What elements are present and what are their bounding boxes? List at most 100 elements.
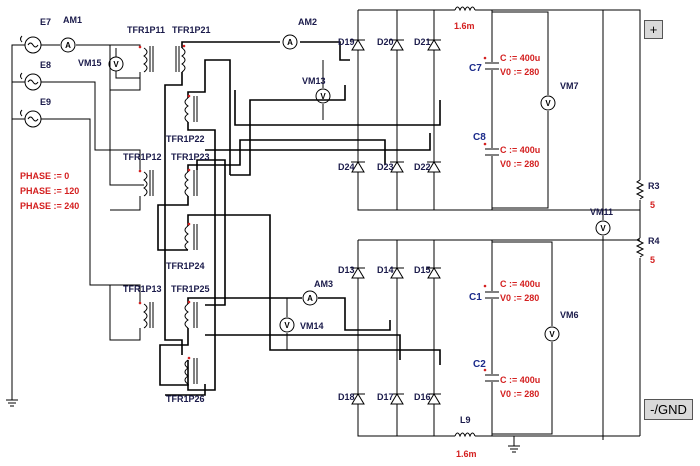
label-r4: R4 — [648, 236, 660, 246]
label-tfr1p24: TFR1P24 — [166, 261, 205, 271]
diode-d24[interactable] — [351, 161, 365, 173]
label-l9: L9 — [460, 415, 471, 425]
capacitor-c2[interactable] — [484, 374, 500, 382]
label-c7-voltage: V0 := 280 — [500, 67, 539, 77]
diode-d17[interactable] — [390, 393, 404, 405]
label-vm14: VM14 — [300, 321, 324, 331]
label-e8: E8 — [40, 60, 51, 70]
label-d17: D17 — [377, 392, 394, 402]
label-tfr1p23: TFR1P23 — [171, 152, 210, 162]
positive-terminal[interactable]: + — [644, 20, 663, 39]
transformer-tfr1p13[interactable] — [143, 302, 154, 329]
diode-d15[interactable] — [427, 267, 441, 279]
label-c1: C1 — [469, 292, 482, 303]
capacitor-c1[interactable] — [484, 291, 500, 299]
label-c2-capacitance: C := 400u — [500, 375, 540, 385]
resistor-r4[interactable] — [635, 237, 645, 258]
label-tfr1p21: TFR1P21 — [172, 25, 211, 35]
label-c8: C8 — [473, 132, 486, 143]
ammeter-am3[interactable]: A — [302, 290, 318, 306]
label-tfr1p12: TFR1P12 — [123, 152, 162, 162]
diode-d13[interactable] — [351, 267, 365, 279]
label-c7: C7 — [469, 63, 482, 74]
label-inductor-bottom-value: 1.6m — [456, 449, 477, 459]
label-r4-value: 5 — [650, 255, 655, 265]
transformer-tfr1p11[interactable] — [143, 46, 154, 73]
capacitor-c8[interactable] — [484, 148, 500, 156]
label-d20: D20 — [377, 37, 394, 47]
diode-d23[interactable] — [390, 161, 404, 173]
diode-d16[interactable] — [427, 393, 441, 405]
label-phase-240: PHASE := 240 — [20, 201, 79, 211]
label-inductor-top-value: 1.6m — [454, 21, 475, 31]
voltmeter-vm7[interactable]: V — [540, 95, 556, 111]
transformer-tfr1p21[interactable] — [175, 46, 186, 73]
svg-text:V: V — [320, 92, 326, 101]
ground-terminal[interactable]: -/GND — [644, 399, 693, 420]
label-d21: D21 — [414, 37, 431, 47]
diode-d19[interactable] — [351, 39, 365, 51]
label-tfr1p26: TFR1P26 — [166, 394, 205, 404]
label-am1: AM1 — [63, 15, 82, 25]
label-d15: D15 — [414, 265, 431, 275]
label-c7-capacitance: C := 400u — [500, 53, 540, 63]
svg-text:V: V — [545, 99, 551, 108]
label-d13: D13 — [338, 265, 355, 275]
inductor-l9[interactable] — [454, 432, 476, 438]
transformer-tfr1p26[interactable] — [184, 358, 198, 385]
source-e7[interactable] — [24, 36, 42, 54]
label-c1-voltage: V0 := 280 — [500, 293, 539, 303]
diode-d14[interactable] — [390, 267, 404, 279]
label-e9: E9 — [40, 97, 51, 107]
label-tfr1p13: TFR1P13 — [123, 284, 162, 294]
label-r3: R3 — [648, 181, 660, 191]
svg-text:V: V — [549, 330, 555, 339]
source-e9[interactable] — [24, 110, 42, 128]
transformer-tfr1p23[interactable] — [184, 170, 198, 197]
label-am2: AM2 — [298, 17, 317, 27]
label-vm7: VM7 — [560, 81, 579, 91]
label-am3: AM3 — [314, 279, 333, 289]
label-d14: D14 — [377, 265, 394, 275]
diode-d21[interactable] — [427, 39, 441, 51]
source-e8[interactable] — [24, 73, 42, 91]
inductor-top[interactable] — [454, 6, 476, 12]
label-r3-value: 5 — [650, 200, 655, 210]
ammeter-am1[interactable]: A — [60, 37, 76, 53]
label-d16: D16 — [414, 392, 431, 402]
voltmeter-vm13[interactable]: V — [315, 88, 331, 104]
label-phase-120: PHASE := 120 — [20, 186, 79, 196]
label-d19: D19 — [338, 37, 355, 47]
capacitor-c7[interactable] — [484, 62, 500, 70]
label-tfr1p11: TFR1P11 — [127, 25, 165, 35]
svg-text:V: V — [600, 224, 606, 233]
voltmeter-vm14[interactable]: V — [279, 317, 295, 333]
label-c2-voltage: V0 := 280 — [500, 389, 539, 399]
voltmeter-vm6[interactable]: V — [544, 326, 560, 342]
svg-text:A: A — [65, 41, 71, 50]
label-c8-voltage: V0 := 280 — [500, 159, 539, 169]
transformer-tfr1p22[interactable] — [184, 96, 198, 123]
transformer-tfr1p25[interactable] — [184, 302, 198, 329]
transformer-tfr1p12[interactable] — [143, 170, 154, 197]
label-c2: C2 — [473, 359, 486, 370]
voltmeter-vm15[interactable]: V — [108, 56, 124, 72]
label-tfr1p25: TFR1P25 — [171, 284, 210, 294]
label-vm11: VM11 — [590, 207, 613, 217]
label-vm15: VM15 — [78, 58, 102, 68]
label-c1-capacitance: C := 400u — [500, 279, 540, 289]
diode-d22[interactable] — [427, 161, 441, 173]
label-tfr1p22: TFR1P22 — [166, 134, 205, 144]
diode-d20[interactable] — [390, 39, 404, 51]
svg-text:A: A — [307, 294, 313, 303]
diode-d18[interactable] — [351, 393, 365, 405]
voltmeter-vm11[interactable]: V — [595, 220, 611, 236]
label-d18: D18 — [338, 392, 355, 402]
transformer-tfr1p24[interactable] — [184, 224, 198, 251]
svg-text:V: V — [113, 60, 119, 69]
resistor-r3[interactable] — [635, 179, 645, 200]
ammeter-am2[interactable]: A — [282, 34, 298, 50]
label-vm6: VM6 — [560, 310, 579, 320]
